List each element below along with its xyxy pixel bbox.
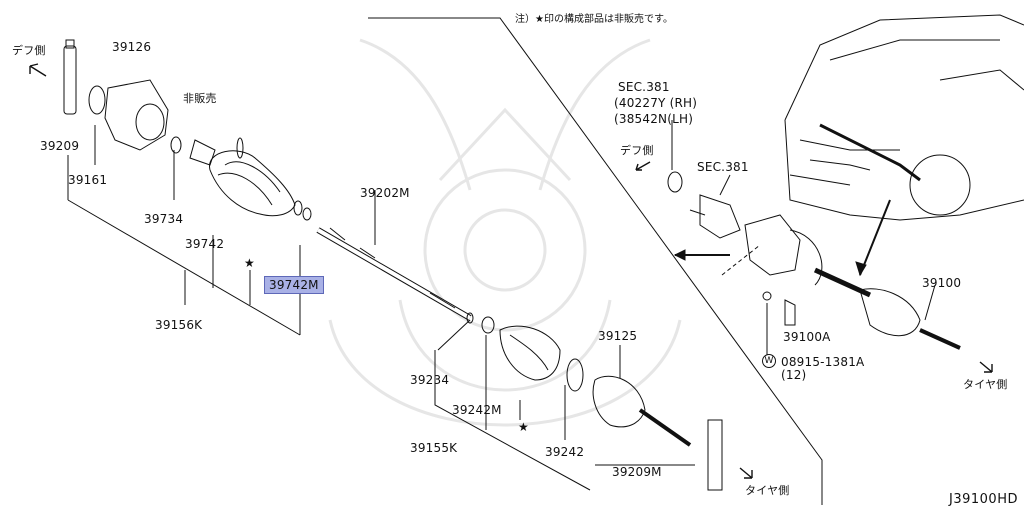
label-39209-left: 39209 bbox=[40, 139, 80, 153]
part-39100-inner-joint bbox=[744, 214, 801, 276]
leader-39156k-bracket bbox=[67, 199, 301, 336]
arrow-tire-right bbox=[979, 361, 993, 373]
label-39125: 39125 bbox=[598, 329, 638, 343]
label-tire-side-right: タイヤ側 bbox=[963, 378, 1008, 391]
label-39234: 39234 bbox=[410, 373, 450, 387]
not-sold-note: 注）★印の構成部品は非販売です。 bbox=[515, 14, 673, 25]
label-39126: 39126 bbox=[112, 40, 152, 54]
label-sec381-lh: (38542N(LH) bbox=[614, 112, 694, 126]
label-39209m: 39209M bbox=[612, 465, 662, 479]
label-39242m: 39242M bbox=[452, 403, 502, 417]
arrow-diff-right bbox=[635, 161, 651, 171]
part-39100-outer-boot bbox=[859, 288, 921, 337]
label-39161: 39161 bbox=[68, 173, 108, 187]
star-marker-center: ★ bbox=[518, 420, 529, 434]
diagram-code: J39100HD bbox=[949, 492, 1018, 507]
part-39125-outer-joint bbox=[592, 375, 646, 428]
vehicle-illustration bbox=[784, 14, 1024, 277]
part-tripod-joint bbox=[189, 139, 216, 166]
label-08915: 08915-1381A bbox=[781, 355, 865, 369]
label-39155k: 39155K bbox=[410, 441, 458, 455]
label-sec381-b: SEC.381 bbox=[697, 160, 749, 174]
part-39126-housing bbox=[104, 79, 169, 151]
watermark-emblem bbox=[328, 38, 682, 427]
label-08915-qty: (12) bbox=[781, 368, 807, 382]
label-39734: 39734 bbox=[144, 212, 184, 226]
label-diff-side-left: デフ側 bbox=[12, 44, 46, 57]
label-39742m-highlight[interactable]: 39742M bbox=[264, 276, 324, 294]
part-39742-boot bbox=[209, 150, 296, 217]
part-39161-ring bbox=[88, 85, 106, 115]
zoom-outline bbox=[368, 17, 823, 505]
label-tire-side-bottom: タイヤ側 bbox=[745, 484, 790, 497]
arrow-tire-bottom bbox=[739, 467, 753, 479]
label-not-sold: 非販売 bbox=[183, 92, 217, 105]
part-hub-flange bbox=[699, 194, 741, 239]
washer-w-mark: W bbox=[762, 354, 776, 368]
label-sec381-a: SEC.381 bbox=[618, 80, 670, 94]
label-sec381-rh: (40227Y (RH) bbox=[614, 96, 698, 110]
arrow-diff-left bbox=[29, 63, 47, 77]
label-39202m: 39202M bbox=[360, 186, 410, 200]
label-39156k: 39156K bbox=[155, 318, 203, 332]
label-diff-side-right: デフ側 bbox=[620, 144, 654, 157]
part-39209m-shaft bbox=[707, 419, 723, 491]
label-39100: 39100 bbox=[922, 276, 962, 290]
part-outer-boot bbox=[499, 325, 561, 381]
label-39742: 39742 bbox=[185, 237, 225, 251]
label-39242: 39242 bbox=[545, 445, 585, 459]
label-39100a: 39100A bbox=[783, 330, 831, 344]
part-39209-shaft bbox=[63, 45, 77, 115]
star-marker-left: ★ bbox=[244, 256, 255, 270]
part-hub-seal bbox=[667, 171, 683, 193]
